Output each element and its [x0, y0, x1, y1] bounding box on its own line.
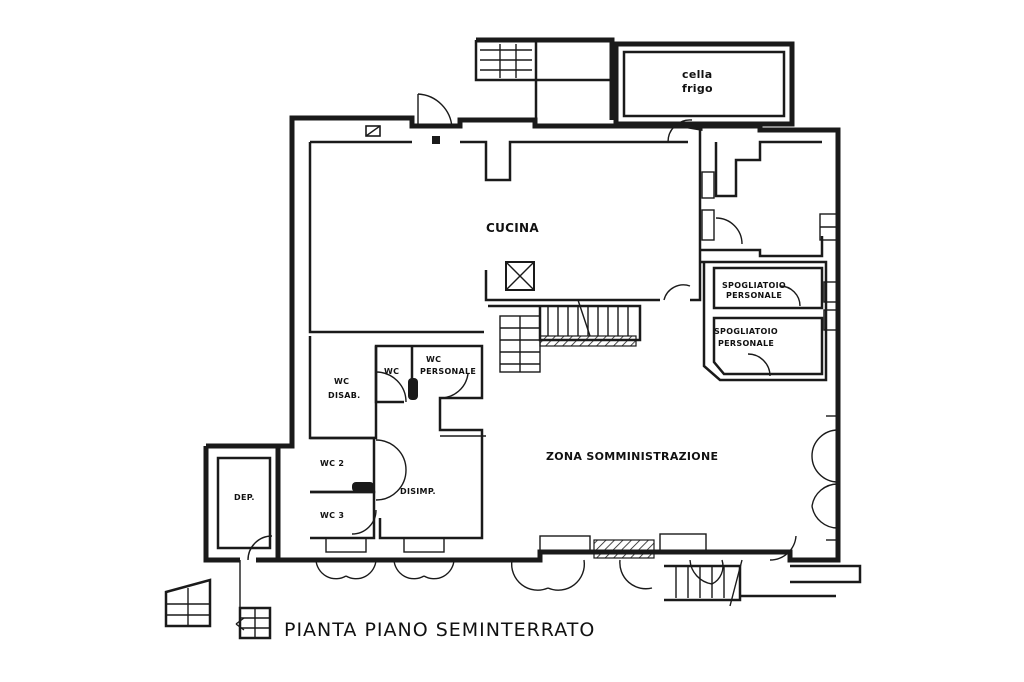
label-frigo: frigo [682, 82, 713, 95]
label-wc-disab-1: WC [334, 377, 349, 386]
legend-stair-symbol [164, 578, 272, 640]
label-wc: WC [384, 367, 399, 376]
label-disimp: DISIMP. [400, 487, 436, 496]
label-wc-personale-2: PERSONALE [420, 367, 476, 376]
label-zona-somministrazione: ZONA SOMMINISTRAZIONE [546, 450, 718, 463]
label-wc3: WC 3 [320, 511, 344, 520]
plan-title: PIANTA PIANO SEMINTERRATO [284, 619, 595, 641]
outer-walls [275, 37, 841, 563]
label-dep: DEP. [234, 493, 255, 502]
cucina-internals [484, 119, 693, 302]
label-wc-personale-1: WC [426, 355, 441, 364]
label-wc-disab-2: DISAB. [328, 391, 361, 400]
bottom-openings [315, 533, 862, 607]
label-cella: cella [682, 68, 712, 81]
label-personale-2: PERSONALE [718, 339, 774, 348]
top-stairs [480, 44, 532, 78]
central-stairs [488, 299, 642, 373]
label-cucina: CUCINA [486, 221, 539, 235]
dep-room [203, 443, 281, 608]
label-wc2: WC 2 [320, 459, 344, 468]
door-top [365, 93, 453, 144]
bathrooms [308, 336, 486, 540]
right-rooms [690, 126, 839, 382]
room-labels: cella frigo CUCINA SPOGLIATOIO PERSONALE… [234, 68, 786, 520]
label-spogliatoio-1: SPOGLIATOIO [722, 281, 786, 290]
right-openings [811, 415, 839, 541]
label-spogliatoio-2: SPOGLIATOIO [714, 327, 778, 336]
label-personale-1: PERSONALE [726, 291, 782, 300]
